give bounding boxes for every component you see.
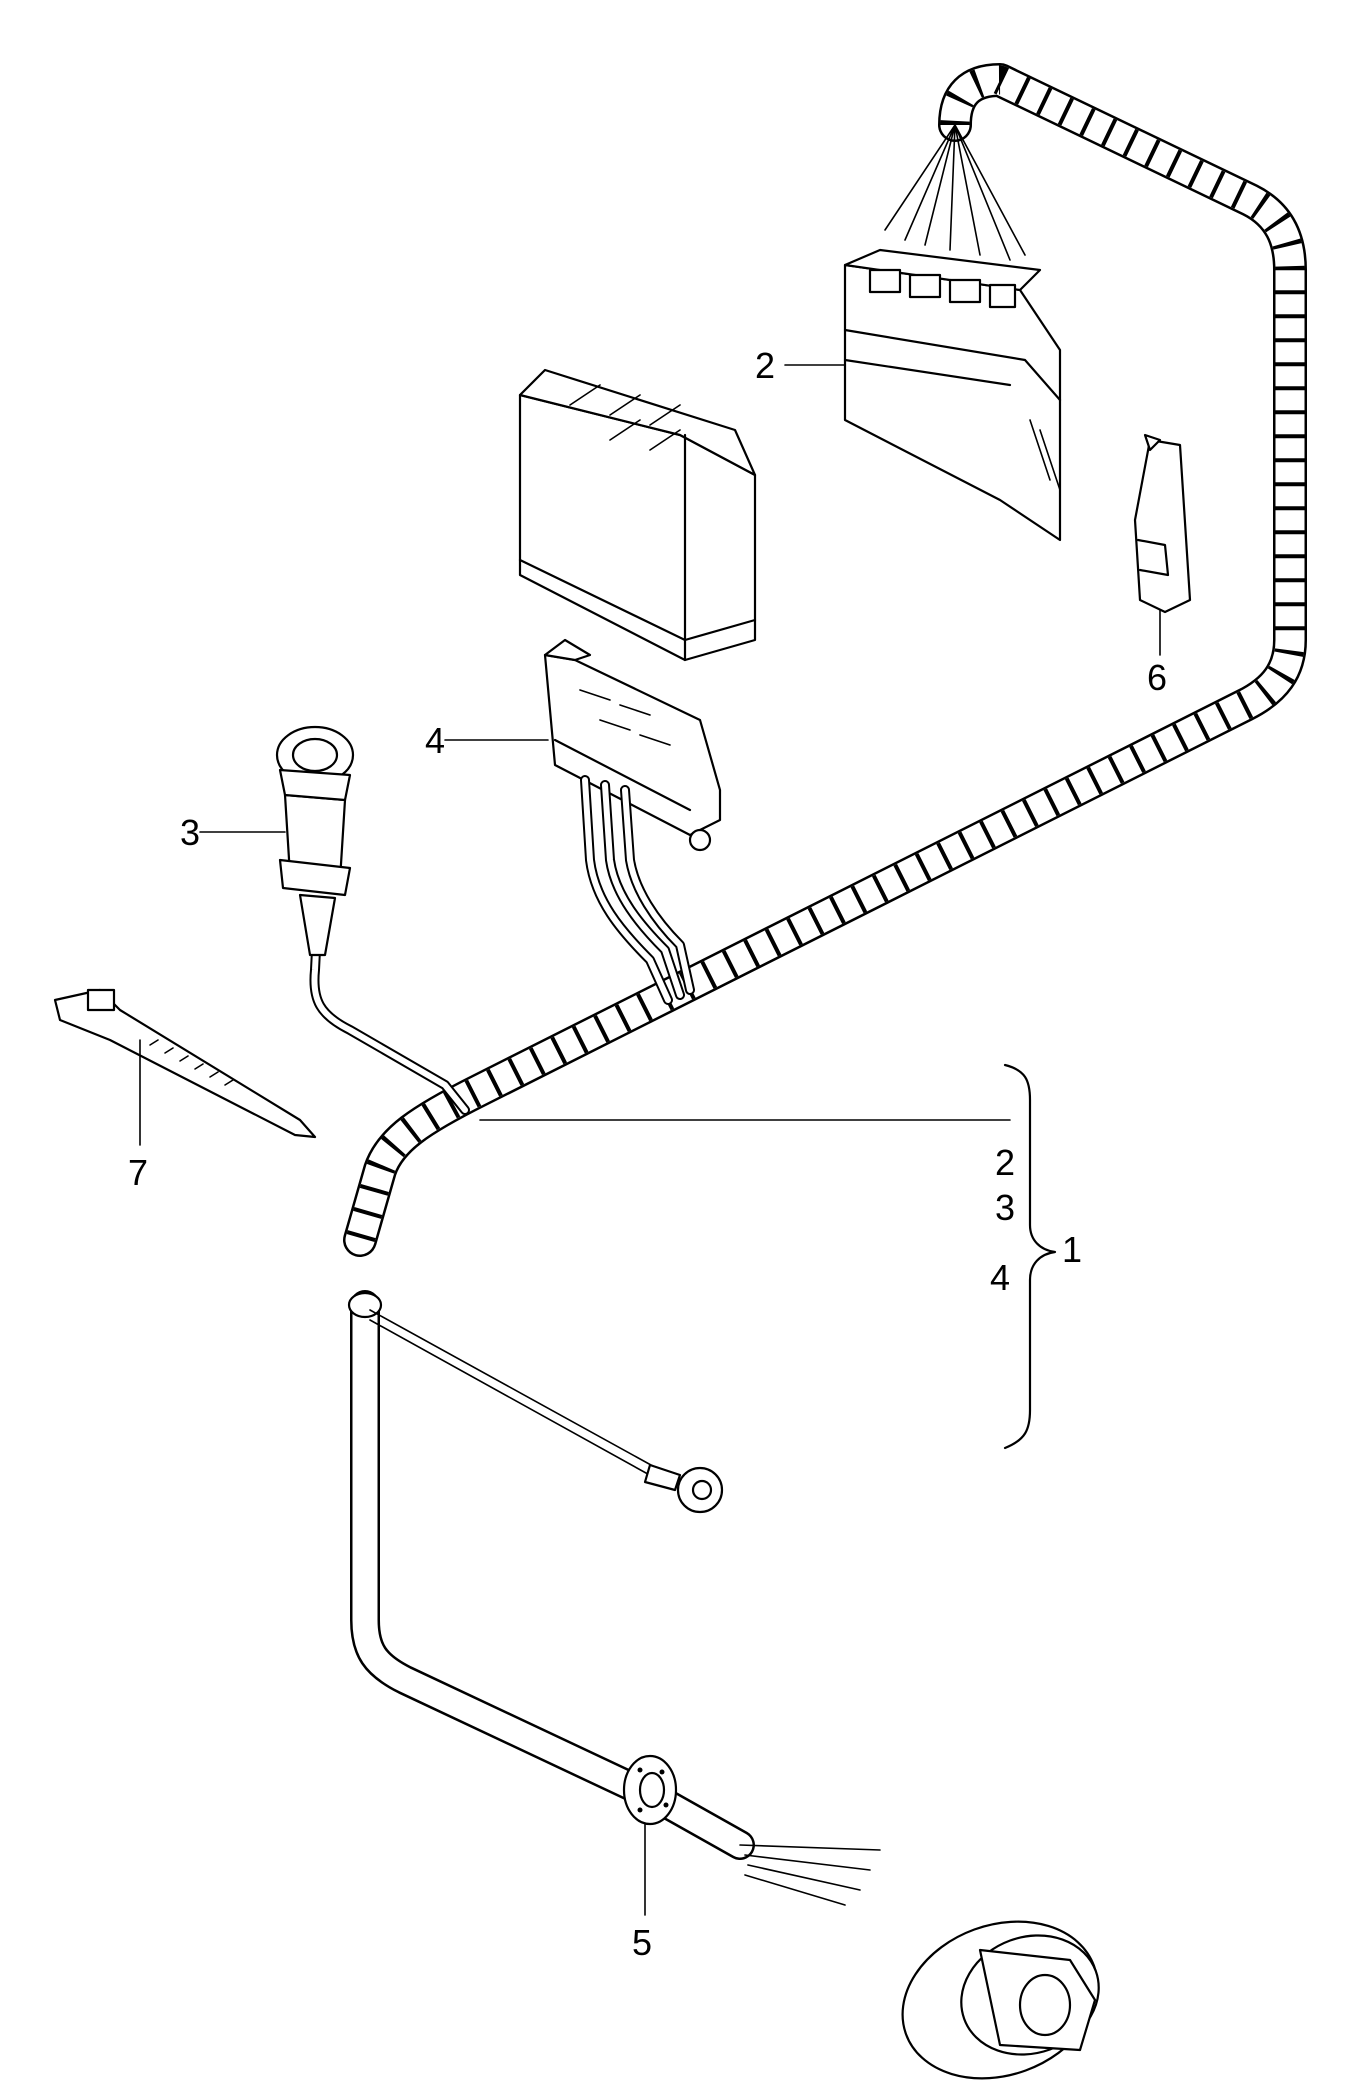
callout-labels: 2 3 4 6 7 5 2 3 4 1 — [128, 345, 1167, 1963]
relay-housing — [518, 368, 757, 662]
lower-cable — [347, 1290, 881, 1906]
ground-lead — [369, 1309, 724, 1514]
connector-large-part-2 — [843, 124, 1062, 542]
callout-leaders — [139, 364, 1161, 1916]
group-bracket — [1003, 1063, 1057, 1450]
connector-mid-part-4 — [543, 638, 722, 1005]
callout-6: 6 — [1147, 657, 1167, 698]
callout-3: 3 — [180, 812, 200, 853]
main-harness — [343, 63, 1307, 1257]
cable-tie-part-7 — [53, 988, 317, 1139]
clip-part-6 — [1133, 433, 1192, 614]
bracket-item-4: 4 — [990, 1257, 1010, 1298]
bracket-item-2: 2 — [995, 1142, 1015, 1183]
callout-5: 5 — [632, 1922, 652, 1963]
callout-4: 4 — [425, 720, 445, 761]
callout-1: 1 — [1062, 1229, 1082, 1270]
trailer-socket — [901, 1920, 1100, 2080]
callout-7: 7 — [128, 1152, 148, 1193]
grommet-part-5 — [622, 1754, 678, 1826]
bracket-item-3: 3 — [995, 1187, 1015, 1228]
callout-2: 2 — [755, 345, 775, 386]
socket-small-part-3 — [275, 725, 470, 1115]
